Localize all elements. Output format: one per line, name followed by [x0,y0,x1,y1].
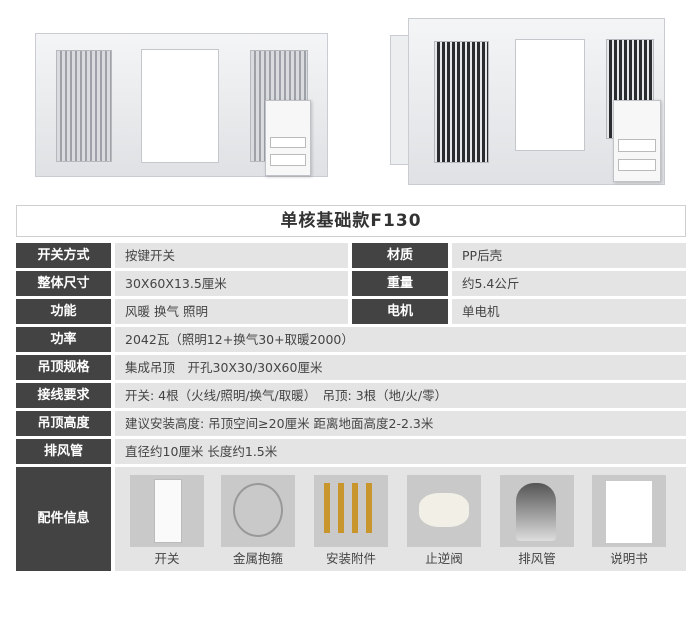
exhaust-duct-icon [500,475,574,547]
vent-grille [56,50,112,162]
switch-icon [130,475,204,547]
spec-label: 整体尺寸 [16,271,111,296]
accessory-label: 金属抱箍 [232,551,283,566]
manual-icon [592,475,666,547]
spec-label: 接线要求 [16,383,111,408]
spec-label: 材质 [352,243,448,268]
lamp-panel [141,49,219,163]
spec-value: 集成吊顶 开孔30X30/30X60厘米 [115,355,686,380]
mounting-hardware-icon [314,475,388,547]
vent-grille [434,41,489,163]
spec-label: 开关方式 [16,243,111,268]
check-valve-icon [407,475,481,547]
spec-label: 吊顶规格 [16,355,111,380]
spec-label: 重量 [352,271,448,296]
accessory-label: 说明书 [610,551,648,566]
spec-value: 单电机 [452,299,686,324]
spec-label: 吊顶高度 [16,411,111,436]
accessory-label: 排风管 [518,551,556,566]
switch-image [613,100,661,182]
spec-label: 功率 [16,327,111,352]
model-title: 单核基础款F130 [16,205,686,237]
accessory-label: 安装附件 [325,551,376,566]
lamp-panel [515,39,585,151]
spec-value: 开关: 4根（火线/照明/换气/取暖） 吊顶: 3根（地/火/零） [115,383,686,408]
spec-label: 电机 [352,299,448,324]
spec-value: 约5.4公斤 [452,271,686,296]
switch-image [265,100,311,176]
spec-value: 直径约10厘米 长度约1.5米 [115,439,686,464]
spec-value: 建议安装高度: 吊顶空间≥20厘米 距离地面高度2-2.3米 [115,411,686,436]
accessories-label: 配件信息 [16,467,111,571]
metal-clamp-icon [221,475,295,547]
accessories-panel [115,467,686,571]
spec-value: 风暖 换气 照明 [115,299,348,324]
spec-label: 排风管 [16,439,111,464]
spec-value: PP后壳 [452,243,686,268]
spec-value: 2042瓦（照明12+换气30+取暖2000） [115,327,686,352]
spec-label: 功能 [16,299,111,324]
accessory-label: 止逆阀 [425,551,463,566]
spec-value: 30X60X13.5厘米 [115,271,348,296]
accessory-label: 开关 [154,551,180,566]
spec-value: 按键开关 [115,243,348,268]
